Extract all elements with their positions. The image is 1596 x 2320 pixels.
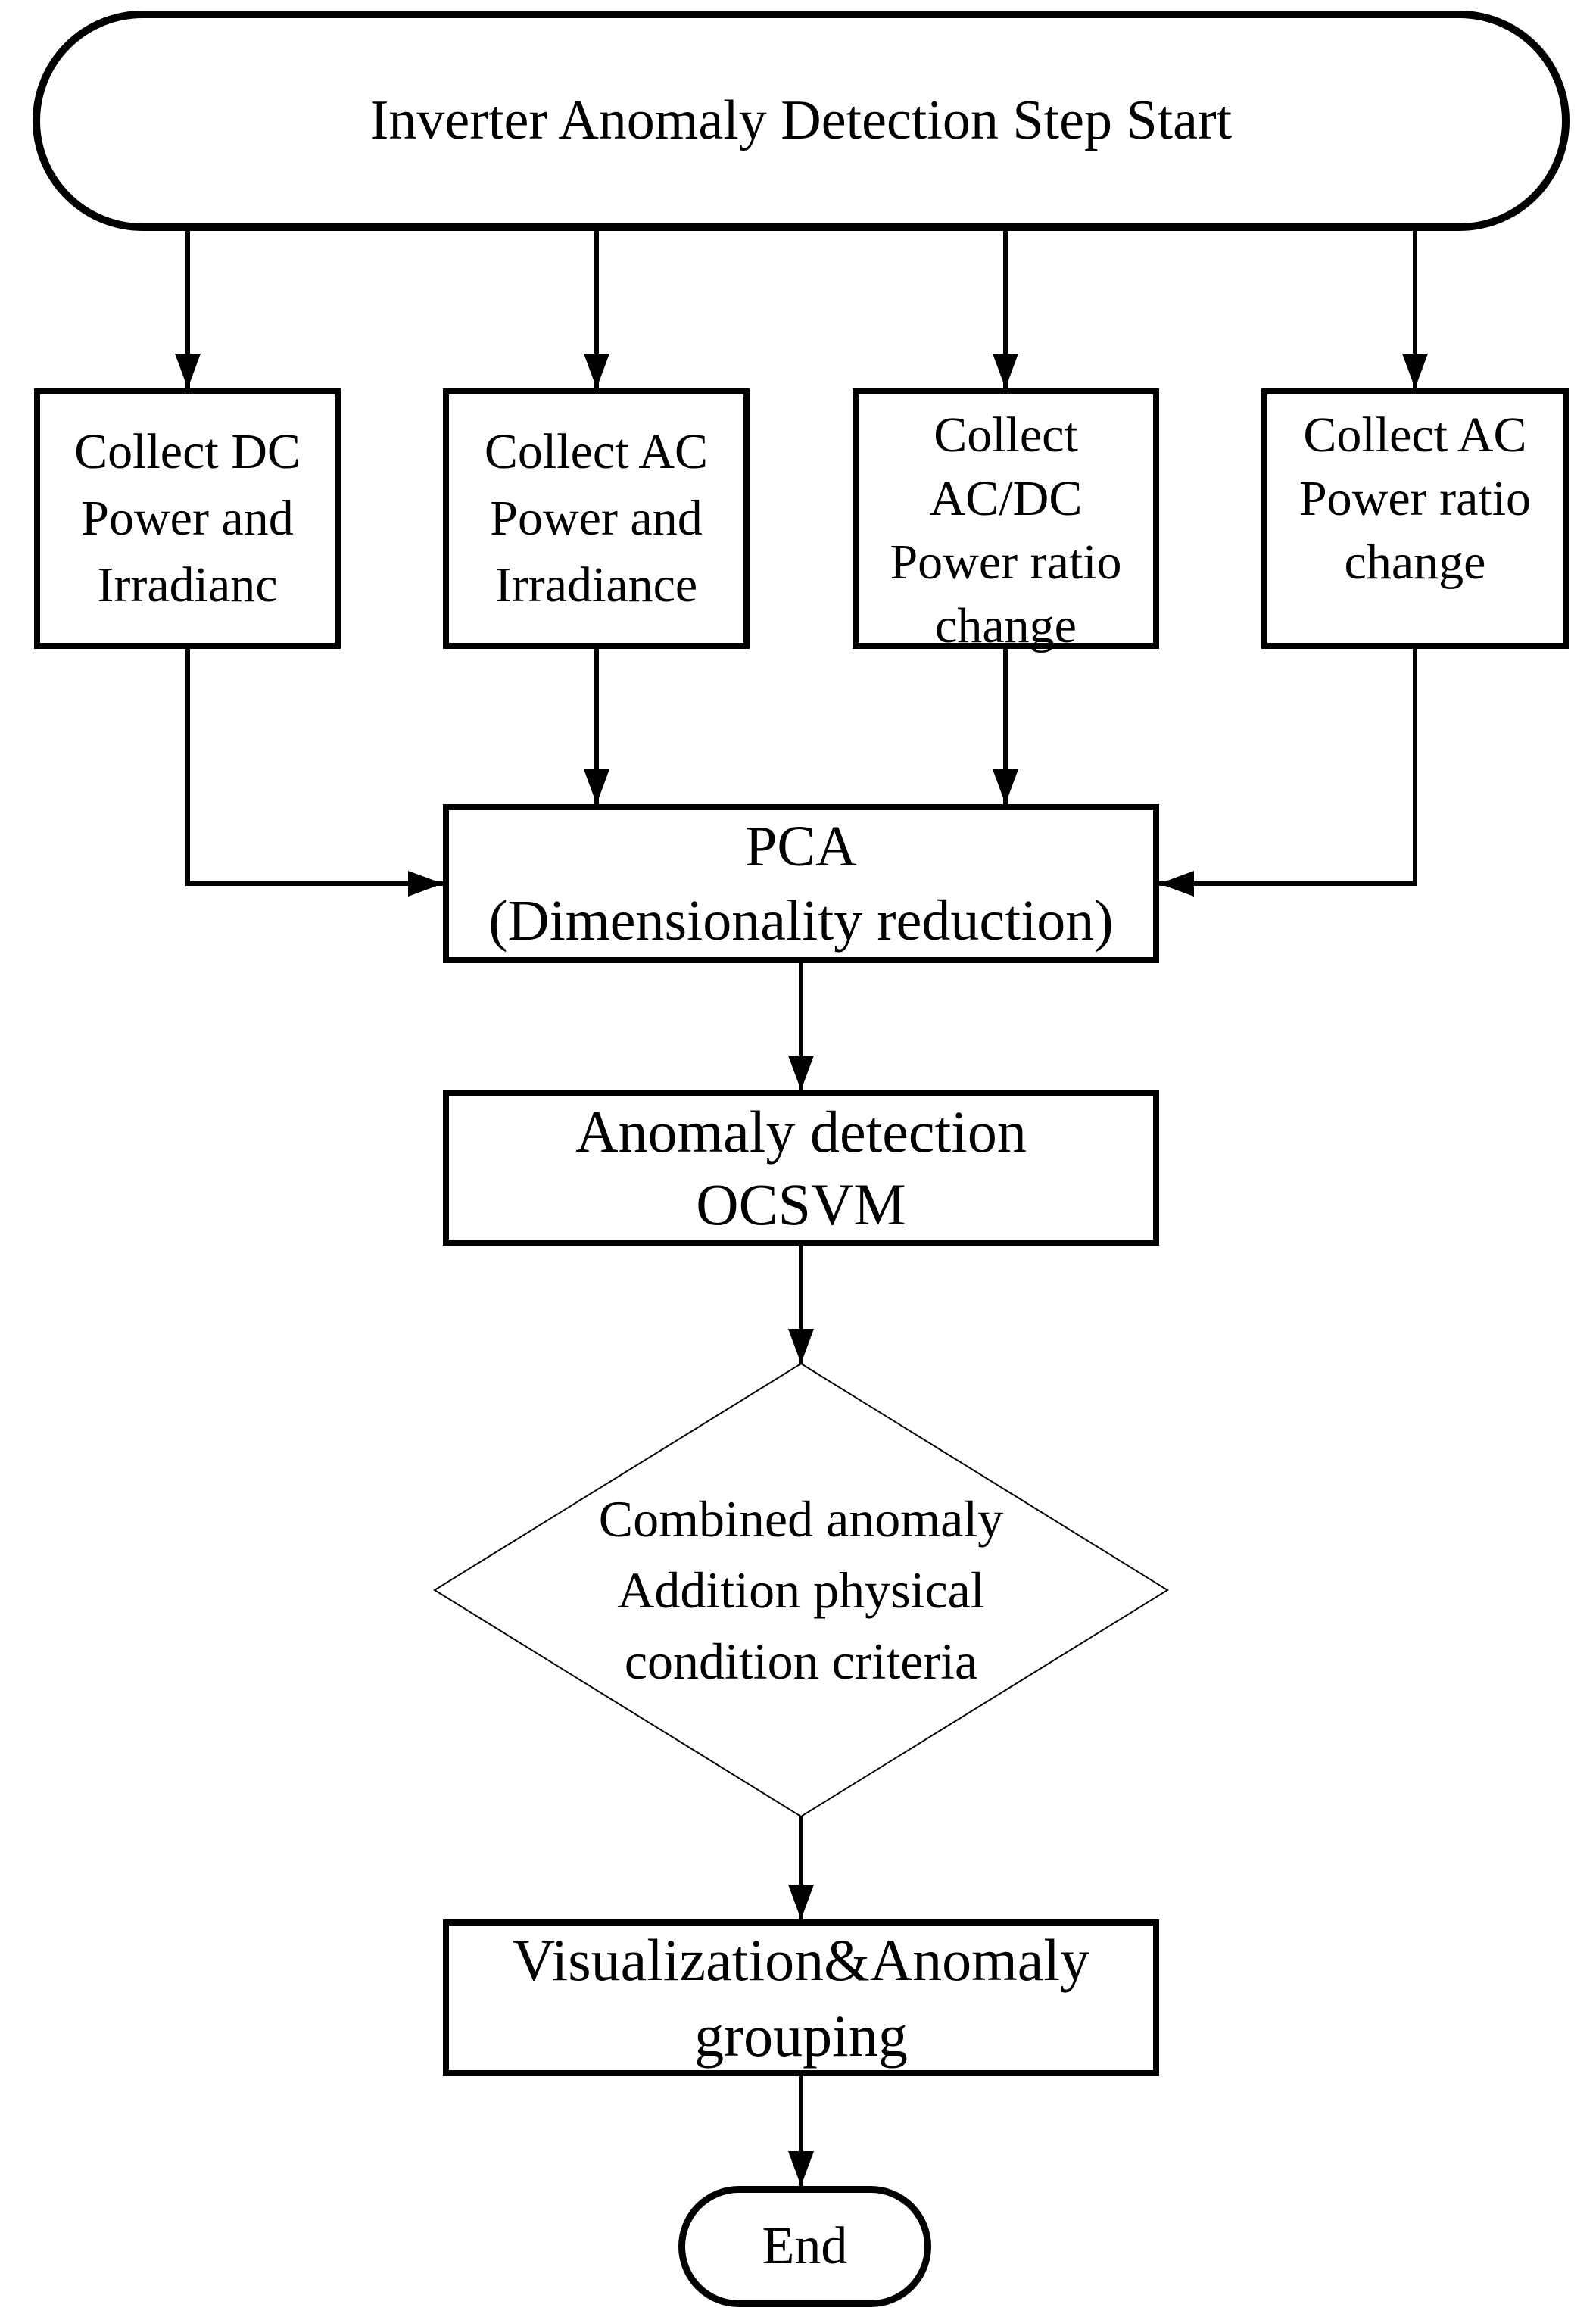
arrowhead-pca-top-right [993,769,1018,804]
node-line: Collect [934,407,1078,463]
node-end-terminator: End [678,2186,931,2307]
node-line: Collect AC [484,424,709,479]
node-anomaly-detection-ocsvm: Anomaly detection OCSVM [443,1090,1159,1246]
node-collect-acdc-power-ratio: Collect AC/DC Power ratio change [853,388,1159,653]
edge-collect-ac-ratio-pca [1159,649,1417,886]
arrowhead-collect-acdc-ratio [993,354,1018,388]
node-line: Anomaly detection [575,1098,1027,1165]
node-collect-ac-power-ratio: Collect AC Power ratio change [1261,388,1569,649]
node-line: PCA [745,815,857,878]
arrowhead-end [788,2151,814,2186]
node-collect-ac-power: Collect AC Power and Irradiance [443,388,750,649]
node-line: Power and [81,491,294,546]
node-line: condition criteria [624,1632,978,1690]
node-line: OCSVM [696,1171,906,1237]
node-line: Power and [490,491,703,546]
node-line: Collect DC [74,424,301,479]
arrowhead-collect-ac [584,354,609,388]
node-line: (Dimensionality reduction) [488,889,1114,953]
edge-collect-dc-pca [185,649,443,886]
node-decision-label: Combined anomaly Addition physical condi… [435,1483,1167,1698]
node-line: Collect AC [1303,407,1527,463]
node-line: Visualization&Anomaly [512,1926,1090,1993]
arrowhead-pca-top-left [584,769,609,804]
node-collect-dc-power: Collect DC Power and Irradianc [34,388,341,649]
arrowhead-collect-dc [175,354,201,388]
arrowhead-decision [788,1329,814,1364]
node-start-terminator: Inverter Anomaly Detection Step Start [33,11,1570,231]
node-line: change [1344,535,1486,590]
end-label: End [762,2217,848,2275]
arrowhead-pca-right [1159,871,1194,897]
node-line: Addition physical [617,1561,985,1619]
node-line: Irradiance [494,557,698,613]
arrowhead-ocsvm [788,1056,814,1090]
start-label: Inverter Anomaly Detection Step Start [369,89,1233,151]
node-line: Combined anomaly [598,1490,1004,1548]
arrowhead-collect-ac-ratio [1402,354,1428,388]
node-line: grouping [694,2002,908,2069]
node-line: Irradianc [97,557,278,613]
node-line: Power ratio [1298,471,1532,526]
node-line: AC/DC [929,471,1083,526]
arrowhead-visualization [788,1885,814,1919]
arrowhead-pca-left [408,871,443,897]
node-line: change [935,598,1077,653]
node-line: Power ratio [890,535,1122,590]
node-visualization-grouping: Visualization&Anomaly grouping [443,1919,1159,2076]
node-pca: PCA (Dimensionality reduction) [443,804,1159,963]
